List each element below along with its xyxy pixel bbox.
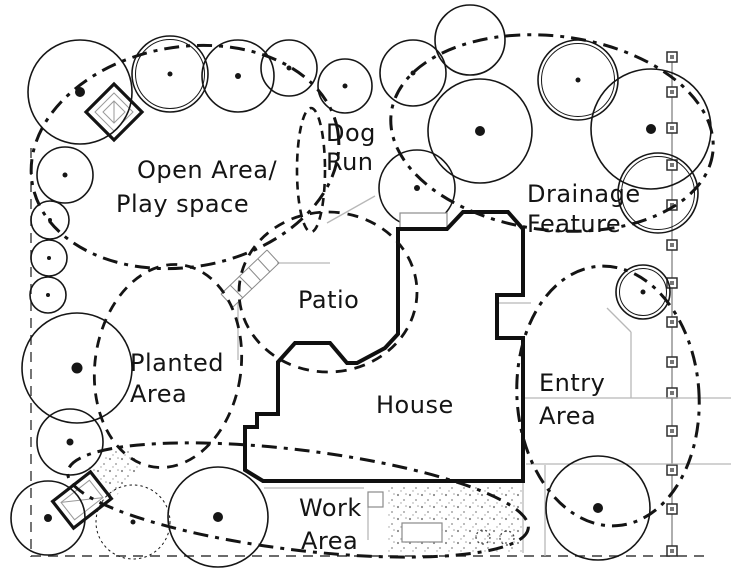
bench-hatch (60, 497, 104, 503)
tree-trunk-dot (66, 438, 74, 446)
tree-canopy (201, 39, 275, 113)
patio-steps-hatch (248, 267, 262, 282)
tree-canopy (36, 408, 104, 476)
shrub (475, 529, 491, 545)
tree-trunk-dot (213, 512, 223, 522)
fence-post-pin (670, 468, 674, 472)
planted-label-line1: Planted (130, 349, 224, 377)
tree-canopy-inner (541, 43, 615, 117)
tree-canopy (427, 78, 533, 184)
fence-post-pin (670, 320, 674, 324)
tree-canopy (30, 239, 68, 277)
tree-canopy-inner (619, 268, 667, 316)
patio-steps-hatch (238, 275, 253, 290)
tree-trunk-dot (342, 83, 348, 89)
tree-canopy (167, 466, 269, 568)
tree-trunk-dot (44, 514, 52, 522)
work-label-line2: Area (301, 527, 358, 555)
tree-trunk-dot (71, 362, 83, 374)
fence-post-pin (670, 203, 674, 207)
drainage-label-line1: Drainage (527, 180, 641, 208)
fence-post-pin (670, 507, 674, 511)
tree-trunk-dot (575, 77, 581, 83)
dog-run-label-line2: Run (326, 148, 374, 176)
tree-canopy (10, 480, 86, 556)
planted-zone (92, 263, 244, 469)
fence-post-pin (670, 126, 674, 130)
tree-canopy (545, 455, 651, 561)
tree-trunk-dot (640, 289, 646, 295)
tree-canopy-inner (621, 156, 695, 230)
patio-steps-hatch (229, 284, 244, 299)
patio-zone (237, 210, 419, 374)
tree-canopy (27, 39, 133, 145)
house-outline (243, 210, 525, 483)
tree-trunk-dot (235, 73, 241, 79)
fence-post-pin (670, 391, 674, 395)
work-zone (66, 441, 530, 559)
fence-post-pin (670, 281, 674, 285)
open-play-zone (29, 43, 341, 271)
fence-post-pin (670, 163, 674, 167)
tree-trunk-dot (646, 124, 656, 134)
tree-canopy (617, 152, 699, 234)
tree-canopy (95, 484, 171, 560)
bench-structure (50, 469, 114, 531)
tree-canopy (434, 4, 506, 76)
patio-steps-hatch (266, 249, 280, 264)
entry-label-line1: Entry (539, 369, 605, 397)
tree-canopy (615, 264, 671, 320)
bench-inner (60, 479, 104, 521)
fence-post-pin (670, 549, 674, 553)
tree-trunk-dot (62, 172, 68, 178)
tree-canopy (36, 146, 94, 204)
patio-steps-hatch (220, 249, 268, 295)
walkway-edge (326, 195, 376, 224)
fence-post-pin (670, 360, 674, 364)
tree-trunk-dot (46, 293, 50, 297)
walkway-edge (606, 307, 632, 333)
house-label: House (376, 391, 454, 419)
tree-trunk-dot (414, 185, 420, 191)
patio-label: Patio (298, 286, 359, 314)
tree-trunk-dot (130, 519, 136, 525)
fence-post-pin (670, 429, 674, 433)
tree-trunk-dot (410, 70, 416, 76)
work-area-object (401, 522, 443, 543)
tree-canopy-inner (135, 39, 205, 109)
dog-run-zone (295, 106, 327, 234)
drainage-zone (389, 33, 715, 233)
dog-run-label-line1: Dog (326, 119, 376, 147)
tree-trunk-dot (593, 503, 603, 513)
house-door-stoop (399, 212, 448, 230)
tree-trunk-dot (75, 87, 85, 97)
tree-canopy (260, 39, 318, 97)
tree-canopy (30, 200, 70, 240)
tree-canopy (379, 39, 447, 107)
drainage-label-line2: Feature (527, 210, 621, 238)
fence-post-pin (670, 55, 674, 59)
entry-label-line2: Area (539, 402, 596, 430)
patio-steps-hatch (257, 258, 271, 273)
shrub (499, 530, 515, 546)
tree-trunk-dot (286, 65, 292, 71)
tree-canopy (21, 312, 133, 424)
work-label-line1: Work (299, 494, 362, 522)
fence-post-pin (670, 90, 674, 94)
tree-canopy (29, 276, 67, 314)
open-area-label-line1: Open Area/ (137, 156, 277, 184)
open-area-label-line2: Play space (116, 190, 249, 218)
entry-zone (515, 264, 701, 528)
tree-canopy (131, 35, 209, 113)
work-yard-gravel (388, 484, 523, 553)
tree-trunk-dot (167, 71, 173, 77)
tree-canopy (317, 58, 373, 114)
work-area-object (367, 491, 384, 508)
fence-post-pin (670, 243, 674, 247)
tree-trunk-dot (475, 126, 485, 136)
planted-label-line2: Area (130, 380, 187, 408)
tree-trunk-dot (47, 256, 51, 260)
